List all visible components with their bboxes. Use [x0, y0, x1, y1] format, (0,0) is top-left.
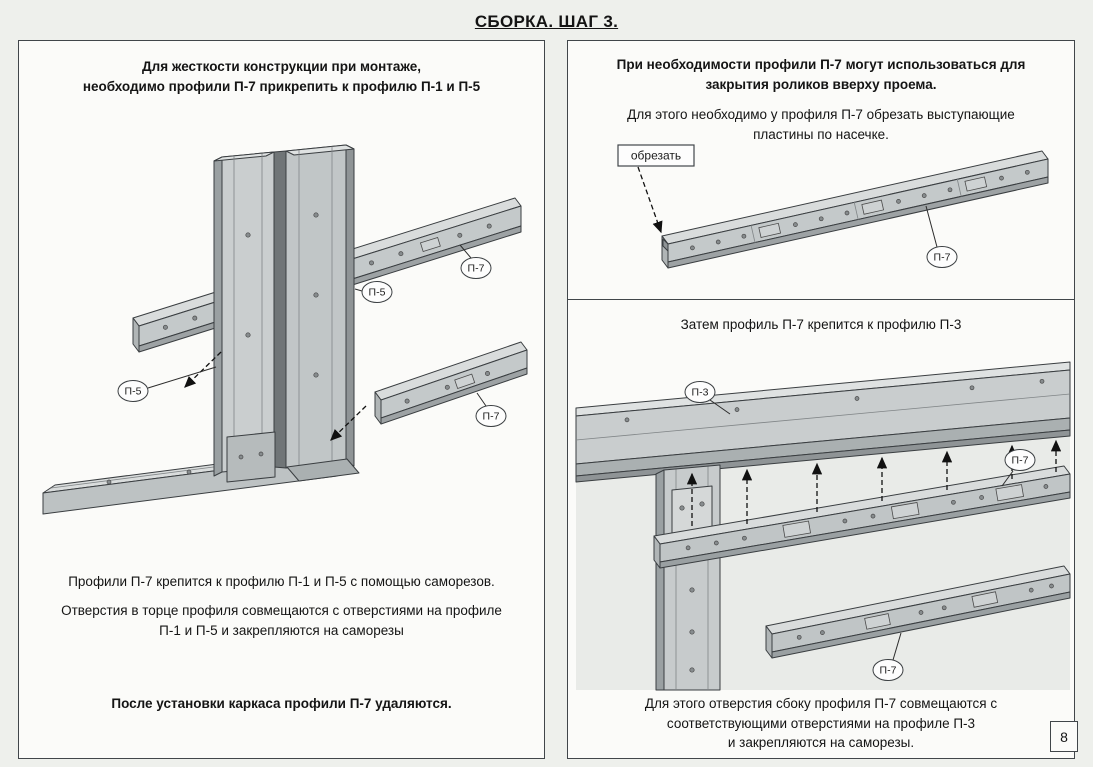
profile-cut-diagram: обрезать П-7 [617, 144, 1049, 269]
heading-line: необходимо профили П-7 прикрепить к проф… [82, 79, 481, 95]
label-text: П-7 [483, 411, 500, 423]
top-right-panel: При необходимости профили П-7 могут испо… [567, 40, 1075, 300]
bottom-right-heading: Затем профиль П-7 крепится к профилю П-3 [680, 317, 962, 332]
beam-attachment-diagram: П-3 П-7 П-7 [575, 361, 1071, 691]
label-text: П-5 [369, 287, 386, 299]
left-panel-note: После установки каркаса профили П-7 удал… [111, 696, 452, 711]
profile-label-p7-upper: П-7 [1001, 449, 1036, 487]
vertical-post [655, 464, 721, 691]
top-right-heading: При необходимости профили П-7 могут испо… [568, 55, 1074, 96]
paragraph-line: Отверстия в торце профиля совмещаются с … [61, 603, 502, 618]
paragraph-line: П-1 и П-5 и закрепляются на саморезы [159, 622, 404, 638]
bottom-right-panel: Затем профиль П-7 крепится к профилю П-3 [567, 299, 1075, 759]
frame-assembly-diagram: П-7 П-5 П-5 П-7 [42, 144, 528, 515]
heading-line: Для жесткости конструкции при монтаже, [142, 59, 421, 74]
label-text: П-7 [934, 252, 951, 264]
page-number: 8 [1050, 721, 1078, 752]
mounting-arrows [184, 351, 367, 441]
heading-line: закрытия роликов вверху проема. [705, 77, 937, 93]
left-panel-paragraph1: Профили П-7 крепится к профилю П-1 и П-5… [68, 574, 495, 589]
profile-label-p5-left: П-5 [117, 366, 217, 402]
profile-label-p5-right: П-5 [354, 281, 393, 303]
label-text: П-3 [692, 387, 709, 399]
corner-bracket [226, 431, 360, 483]
cut-callout: обрезать [617, 144, 695, 234]
rail-p7-lower [765, 565, 1071, 659]
rail-p7-bottom [374, 341, 528, 425]
paragraph-line: соответствующими отверстиями на профиле … [666, 715, 976, 731]
label-text: П-7 [880, 665, 897, 677]
left-panel: Для жесткости конструкции при монтаже, н… [18, 40, 545, 759]
paragraph-line: и закрепляются на саморезы. [727, 735, 915, 751]
heading-line: При необходимости профили П-7 могут испо… [616, 57, 1026, 72]
profile-label-p7-top: П-7 [459, 244, 492, 279]
post-p1-p5 [213, 144, 355, 477]
profile-label-p7-bottom: П-7 [475, 392, 507, 427]
profile-label-p3: П-3 [684, 381, 731, 415]
rail-p7-upper [653, 465, 1071, 569]
bottom-right-body: Для этого отверстия сбоку профиля П-7 со… [568, 694, 1074, 753]
profile-p7-bar [661, 150, 1049, 269]
label-text: П-7 [468, 263, 485, 275]
label-text: П-5 [125, 386, 142, 398]
top-right-body: Для этого необходимо у профиля П-7 обрез… [568, 105, 1074, 144]
cut-callout-text: обрезать [631, 149, 681, 163]
paragraph-line: пластины по насечке. [753, 126, 889, 142]
profile-label-p7-lower: П-7 [872, 632, 904, 681]
page-title: СБОРКА. ШАГ 3. [474, 12, 619, 31]
profile-label-p7: П-7 [925, 205, 958, 268]
label-text: П-7 [1012, 455, 1029, 467]
paragraph-line: Для этого необходимо у профиля П-7 обрез… [627, 107, 1015, 122]
left-panel-heading: Для жесткости конструкции при монтаже, н… [19, 57, 544, 98]
left-panel-paragraph2: Отверстия в торце профиля совмещаются с … [19, 601, 544, 640]
paragraph-line: Для этого отверстия сбоку профиля П-7 со… [644, 696, 998, 711]
